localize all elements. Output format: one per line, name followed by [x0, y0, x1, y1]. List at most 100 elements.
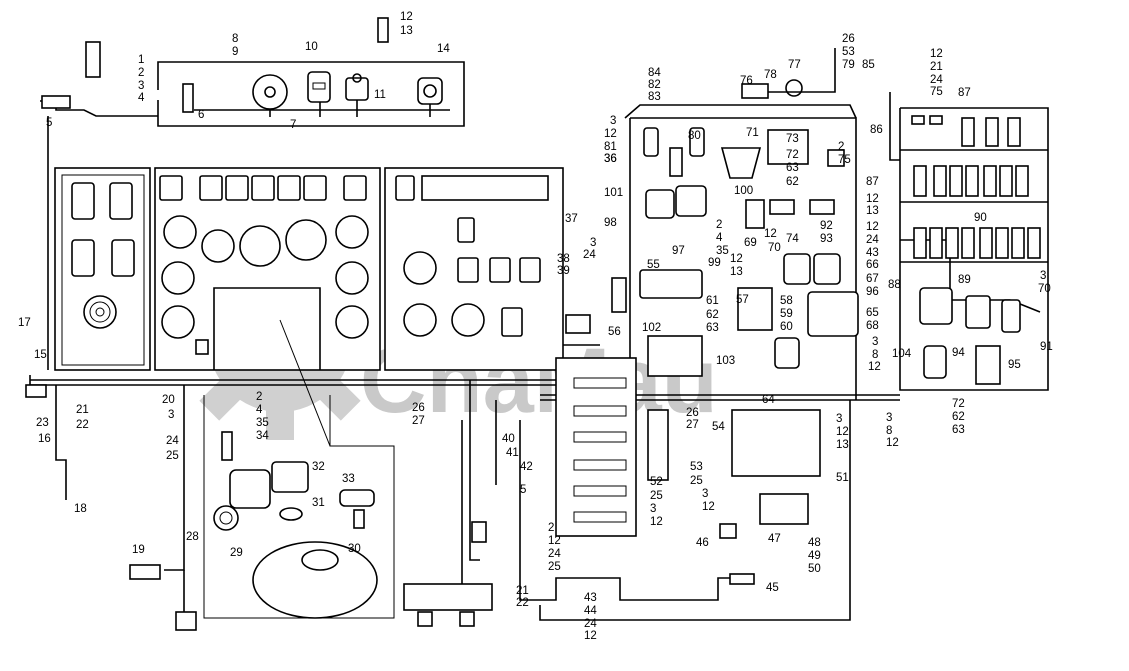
callout-label: 8 [232, 33, 238, 45]
callout-label: 43 [866, 247, 879, 259]
callout-label: 63 [706, 322, 719, 334]
callout-label: 79 [842, 59, 855, 71]
callout-label: 43 [584, 592, 597, 604]
callout-label: 73 [786, 133, 799, 145]
callout-label: 81 [604, 141, 617, 153]
callout-label: 12 [400, 11, 413, 23]
callout-label: 30 [348, 543, 361, 555]
callout-label: 26 [412, 402, 425, 414]
callout-label: 12 [548, 535, 561, 547]
callout-label: 25 [166, 450, 179, 462]
callout-label: 12 [930, 48, 943, 60]
callout-label: 67 [866, 273, 879, 285]
right-panel [899, 107, 1049, 391]
callout-label: 31 [312, 497, 325, 509]
callout-label: 5 [46, 117, 52, 129]
callout-label: 78 [764, 69, 777, 81]
callout-label: 88 [888, 279, 901, 291]
steering-detail [203, 319, 395, 619]
callout-label: 24 [930, 74, 943, 86]
callout-label: 26 [686, 407, 699, 419]
top-panel [85, 17, 465, 127]
callout-label: 96 [866, 286, 879, 298]
callout-label: 87 [866, 176, 879, 188]
callout-label: 13 [866, 205, 879, 217]
callout-label: 49 [808, 550, 821, 562]
callout-label: 37 [565, 213, 578, 225]
callout-label: 101 [604, 187, 623, 199]
callout-label: 21 [76, 404, 89, 416]
callout-label: 12 [584, 630, 597, 642]
callout-label: 99 [708, 257, 721, 269]
callout-label: 10 [305, 41, 318, 53]
callout-label: 56 [608, 326, 621, 338]
callout-label: 38 [557, 253, 570, 265]
callout-label: 12 [604, 128, 617, 140]
callout-label: 76 [740, 75, 753, 87]
callout-label: 24 [548, 548, 561, 560]
callout-label: 50 [808, 563, 821, 575]
callout-label: 74 [786, 233, 799, 245]
callout-label: 75 [930, 86, 943, 98]
callout-label: 12 [764, 228, 777, 240]
callout-label: 15 [34, 349, 47, 361]
callout-label: 84 [648, 67, 661, 79]
callout-label: 5 [520, 484, 526, 496]
terminal-board [555, 357, 821, 585]
callout-label: 60 [780, 321, 793, 333]
callout-label: 12 [866, 221, 879, 233]
callout-label: 103 [716, 355, 735, 367]
callout-label: 3 [836, 413, 842, 425]
callout-label: 80 [688, 130, 701, 142]
callout-label: 63 [786, 162, 799, 174]
lower-connectors [25, 95, 591, 631]
callout-label: 24 [166, 435, 179, 447]
callout-label: 1 [138, 54, 144, 66]
callout-label: 24 [584, 618, 597, 630]
callout-label: 3 [1040, 270, 1046, 282]
callout-label: 66 [866, 259, 879, 271]
callout-label: 42 [520, 461, 533, 473]
callout-label: 62 [786, 176, 799, 188]
callout-label: 12 [886, 437, 899, 449]
callout-label: 23 [36, 417, 49, 429]
callout-label: 86 [870, 124, 883, 136]
callout-label: 92 [820, 220, 833, 232]
callout-label: 104 [892, 348, 912, 360]
callout-label: 2 [138, 67, 144, 79]
callout-label: 27 [412, 415, 425, 427]
callout-label: 21 [516, 585, 529, 597]
callout-label: 89 [958, 274, 971, 286]
callout-label: 100 [734, 185, 753, 197]
callout-label: 27 [686, 419, 699, 431]
callout-label: 61 [706, 295, 719, 307]
callout-label: 53 [690, 461, 703, 473]
callout-label: 17 [18, 317, 31, 329]
callout-label: 2 [548, 522, 554, 534]
callout-label: 55 [647, 259, 660, 271]
callout-label: 6 [198, 109, 204, 121]
callout-label: 16 [38, 433, 51, 445]
callout-label: 19 [132, 544, 145, 556]
callout-label: 45 [766, 582, 779, 594]
callout-label: 95 [1008, 359, 1021, 371]
callout-label: 63 [952, 424, 965, 436]
callout-label: 8 [872, 349, 878, 361]
callout-label: 98 [604, 217, 617, 229]
callout-label: 35 [716, 245, 729, 257]
callout-label: 52 [650, 476, 663, 488]
callout-label: 54 [712, 421, 725, 433]
callout-label: 3 [872, 336, 878, 348]
callout-label: 4 [138, 92, 145, 104]
callout-label: 44 [584, 605, 597, 617]
callout-label: 3 [590, 237, 596, 249]
callout-label: 57 [736, 294, 749, 306]
callout-label: 13 [836, 439, 849, 451]
callout-label: 3 [138, 80, 144, 92]
callout-label: 25 [650, 490, 663, 502]
callout-label: 26 [842, 33, 855, 45]
callout-label: 3 [702, 488, 708, 500]
callout-label: 3 [650, 503, 656, 515]
callout-label: 22 [516, 597, 529, 609]
callout-label: 25 [548, 561, 561, 573]
